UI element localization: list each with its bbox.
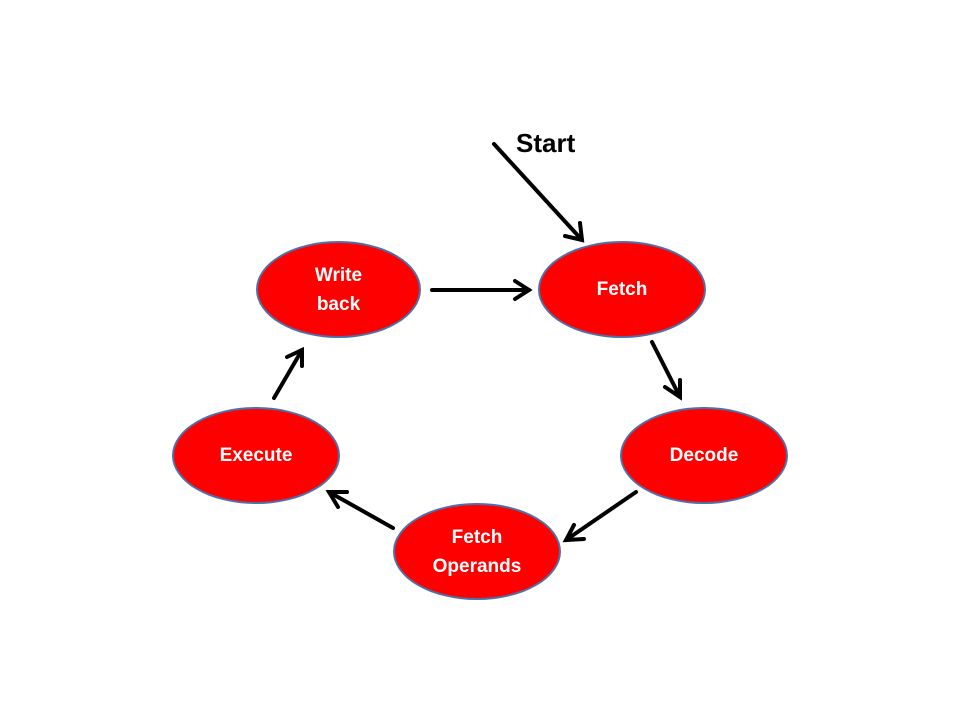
arrow-decode-to-fetchoperands: [562, 490, 638, 543]
node-decode-label: Decode: [669, 445, 739, 466]
arrow-fetchoperands-to-execute: [325, 490, 395, 530]
node-fetch-operands-line-2: Operands: [432, 555, 522, 577]
node-fetch: Fetch: [538, 241, 706, 338]
node-fetch-operands: Fetch Operands: [393, 503, 561, 600]
arrow-execute-to-writeback: [272, 346, 304, 400]
arrow-start-to-fetch: [492, 142, 585, 243]
node-fetch-label: Fetch: [596, 279, 648, 300]
arrow-fetch-to-decode: [650, 340, 682, 401]
node-write-back: Write back: [256, 241, 421, 338]
node-write-back-line-2: back: [316, 293, 361, 315]
node-fetch-operands-line-1: Fetch: [451, 526, 503, 548]
node-execute-label: Execute: [219, 445, 293, 466]
node-write-back-line-1: Write: [314, 264, 363, 286]
arrow-writeback-to-fetch: [430, 279, 533, 301]
node-decode: Decode: [620, 407, 788, 504]
node-execute: Execute: [172, 407, 340, 504]
start-label: Start: [516, 128, 576, 158]
